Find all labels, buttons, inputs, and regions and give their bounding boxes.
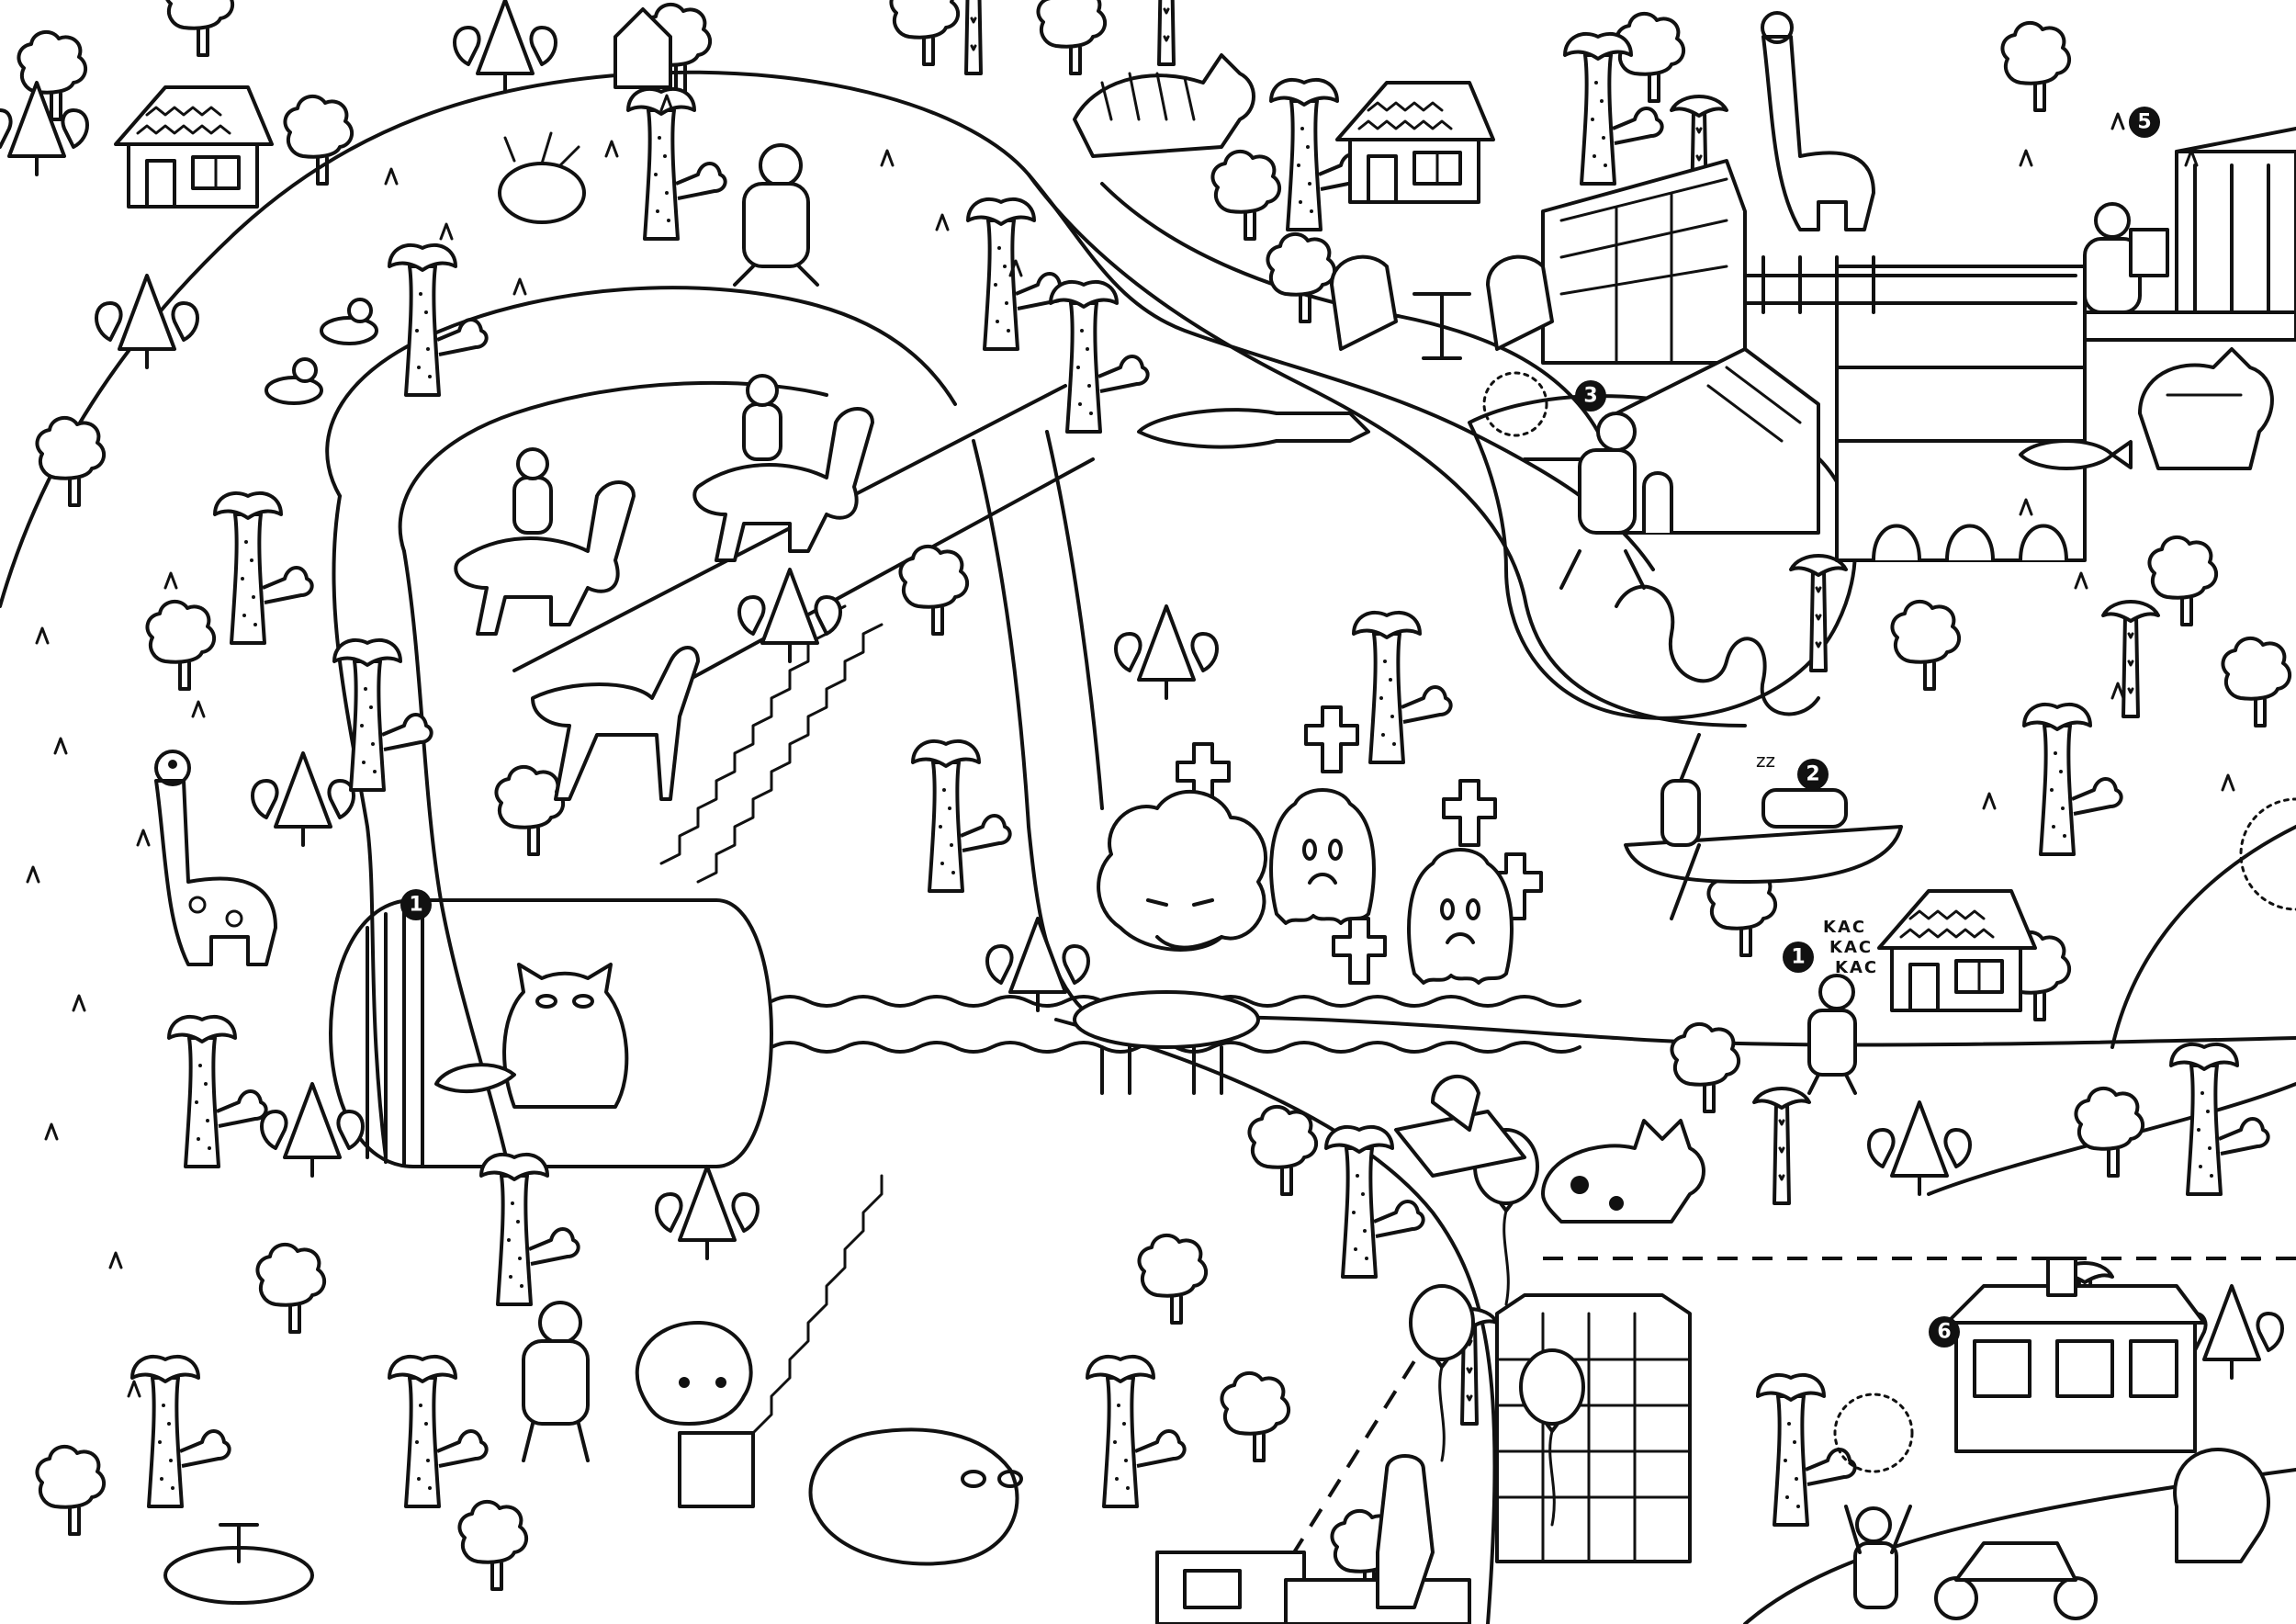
- giraffe-top: [1761, 11, 1875, 231]
- kac-sound-effect: KAC KAC KAC: [1823, 918, 1878, 977]
- spotted-cat: [1541, 1119, 1705, 1224]
- sunburst: [1482, 371, 2296, 1473]
- small-tower: [613, 7, 672, 89]
- reading-person: [1394, 1075, 1526, 1178]
- merry-go-round: [163, 1523, 314, 1605]
- fluffy-dog: [808, 1427, 1023, 1566]
- kac-1: KAC: [1823, 918, 1866, 937]
- kac-3: KAC: [1835, 958, 1878, 977]
- map-markers: 1 2 3 5 6 1: [400, 107, 2160, 1348]
- roller-skater: [733, 143, 819, 287]
- raccoon-bottom: [2173, 1448, 2270, 1563]
- newspaper-reader: [2083, 202, 2169, 314]
- marker-2: 2: [1797, 759, 1829, 790]
- greyhound: [531, 646, 700, 801]
- grass-tufts: [26, 94, 2235, 1398]
- horse-riders: [454, 374, 874, 636]
- marker-1-right: 1: [1783, 942, 1814, 973]
- waving-person: [1844, 1505, 1912, 1609]
- svg-text:1: 1: [1791, 946, 1805, 969]
- columned-building: [2083, 127, 2296, 342]
- kac-2: KAC: [1829, 938, 1873, 957]
- zz-text: zz: [1756, 750, 1775, 772]
- fence: [1743, 255, 2077, 314]
- marker-1-left: 1: [400, 889, 432, 920]
- roller-skater-bottom: [522, 1301, 590, 1462]
- ducks: [264, 298, 378, 405]
- characters: [154, 11, 2296, 1620]
- feeding-woman: [1807, 974, 1857, 1095]
- marker-3: 3: [1575, 380, 1606, 412]
- scooter: [1934, 1541, 2098, 1620]
- svg-text:3: 3: [1583, 385, 1597, 408]
- cafe-building: [1945, 1257, 2206, 1453]
- stone-bridge: [1835, 265, 2087, 562]
- balloon-man: [1376, 1284, 1475, 1609]
- giraffe: [154, 750, 277, 966]
- sleep-zz: zz: [1756, 750, 1775, 772]
- marker-5: 5: [2129, 107, 2160, 138]
- svg-text:2: 2: [1806, 763, 1819, 786]
- waiter: [1523, 412, 1646, 590]
- sprout-bird: [498, 131, 586, 224]
- lying-fox: [1137, 408, 1370, 449]
- glass-tower: [1495, 1293, 1692, 1563]
- ghost: [1269, 788, 1376, 925]
- cafe-table-people: [1330, 254, 1554, 360]
- tiger: [1073, 53, 1255, 158]
- rowboat: [1624, 733, 1903, 920]
- marker-6: 6: [1929, 1316, 1960, 1348]
- raccoon: [2138, 347, 2274, 470]
- greenhouse-small: [1615, 347, 1820, 535]
- snake: [1615, 584, 1820, 716]
- fluffy-cat: [434, 963, 629, 1109]
- svg-text:5: 5: [2137, 111, 2151, 134]
- ghost: [1407, 848, 1514, 985]
- sitting-dog: [635, 1321, 755, 1508]
- svg-text:1: 1: [409, 894, 422, 917]
- svg-text:6: 6: [1937, 1321, 1951, 1344]
- greenhouse: [1541, 159, 1747, 365]
- fish: [2019, 439, 2133, 470]
- furry-monster: [1073, 790, 1268, 1095]
